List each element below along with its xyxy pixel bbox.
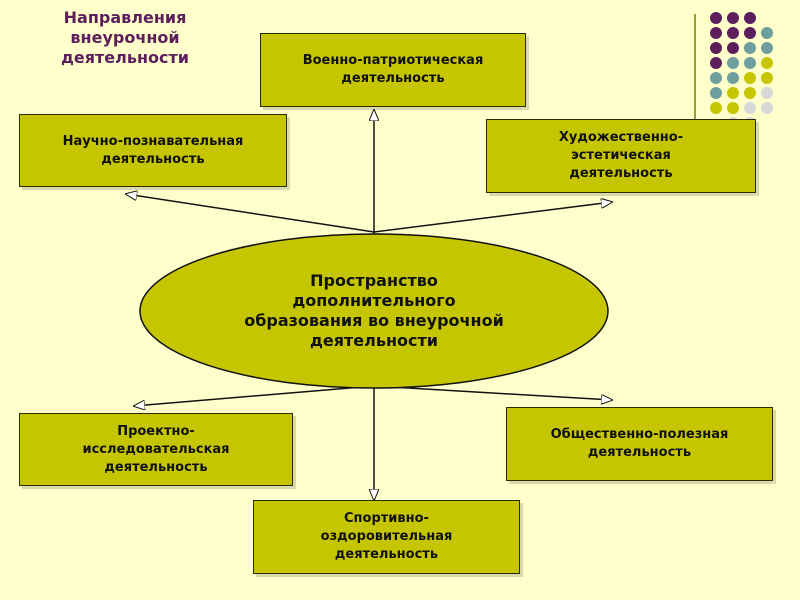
decorative-dot: [727, 12, 739, 24]
slide-title: Направления внеурочной деятельности: [60, 8, 190, 67]
decorative-dot: [727, 57, 739, 69]
decorative-dot: [710, 87, 722, 99]
decorative-dot: [710, 72, 722, 84]
decorative-dot: [744, 87, 756, 99]
node-science-cognitive: Научно-познавательная деятельность: [19, 114, 287, 187]
decorative-dot: [710, 57, 722, 69]
node-military-patriotic: Военно-патриотическая деятельность: [260, 33, 526, 107]
center-oval: [139, 233, 609, 389]
decorative-dot: [710, 102, 722, 114]
decorative-dot: [761, 102, 773, 114]
decorative-dot: [744, 42, 756, 54]
node-project-research: Проектно- исследовательская деятельность: [19, 413, 293, 486]
decorative-dot: [744, 57, 756, 69]
decorative-dot: [710, 12, 722, 24]
arrow-to-social: [373, 385, 612, 400]
center-label: Пространство дополнительного образования…: [244, 271, 504, 350]
node-social-useful: Общественно-полезная деятельность: [506, 407, 773, 481]
decorative-dot: [727, 27, 739, 39]
decorative-dot: [710, 42, 722, 54]
decorative-dot: [761, 27, 773, 39]
decorative-divider: [694, 14, 696, 122]
decorative-dot: [761, 57, 773, 69]
decorative-dot: [710, 27, 722, 39]
decorative-dot: [727, 102, 739, 114]
decorative-dot: [761, 87, 773, 99]
decorative-dot: [744, 72, 756, 84]
decorative-dot: [744, 27, 756, 39]
decorative-dot: [761, 72, 773, 84]
arrow-to-science: [126, 194, 375, 233]
arrow-to-project: [134, 385, 375, 406]
node-sport-health: Спортивно- оздоровительная деятельность: [253, 500, 520, 574]
decorative-dot: [744, 12, 756, 24]
decorative-dot: [727, 87, 739, 99]
decorative-dot: [727, 42, 739, 54]
decorative-dot: [761, 42, 773, 54]
decorative-dot: [744, 102, 756, 114]
arrow-to-art: [373, 202, 612, 233]
node-art-aesthetic: Художественно- эстетическая деятельность: [486, 119, 756, 193]
decorative-dot: [727, 72, 739, 84]
